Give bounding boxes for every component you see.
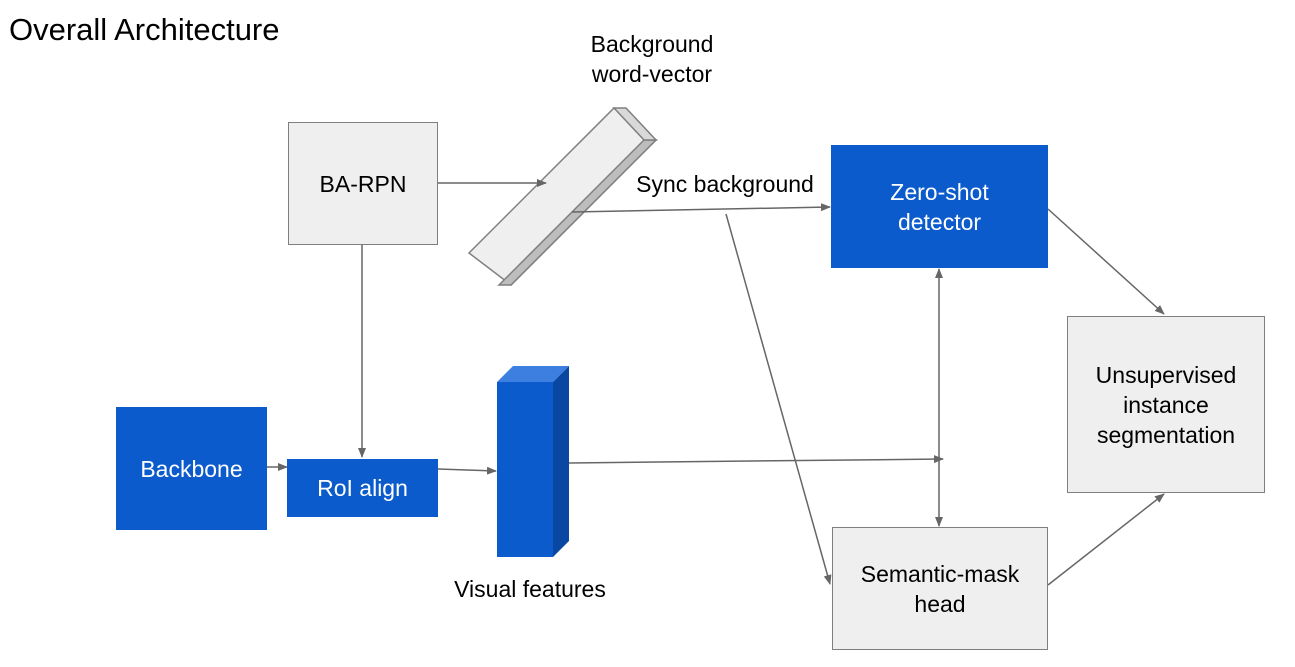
semantic-mask-head-label: Semantic-mask head xyxy=(860,560,1020,617)
arrow-sync-to-maskhead xyxy=(725,213,832,585)
semantic-mask-head-box: Semantic-mask head xyxy=(832,527,1048,650)
sync-background-label: Sync background xyxy=(636,171,814,197)
backbone-box: Backbone xyxy=(116,407,267,530)
zero-shot-detector-label: Zero-shot detector xyxy=(890,178,989,235)
visual-features-label: Visual features xyxy=(454,576,606,602)
arrow-roialign-to-features xyxy=(437,466,497,475)
roi-align-box: RoI align xyxy=(287,459,438,517)
unsupervised-segmentation-box: Unsupervised instance segmentation xyxy=(1067,316,1265,493)
zero-shot-detector-box: Zero-shot detector xyxy=(831,145,1048,268)
ba-rpn-label: BA-RPN xyxy=(319,170,407,197)
background-word-vector-label: Background word-vector xyxy=(590,31,714,87)
arrow-features-to-junction xyxy=(568,455,944,464)
page-title: Overall Architecture xyxy=(9,12,280,47)
arrow-wordvector-to-detector xyxy=(571,203,831,213)
arrow-detector-to-segmentation xyxy=(1047,208,1165,315)
unsupervised-segmentation-label: Unsupervised instance segmentation xyxy=(1095,361,1237,448)
ba-rpn-box: BA-RPN xyxy=(288,122,438,245)
arrow-maskhead-to-segmentation xyxy=(1047,493,1165,586)
visual-features-block xyxy=(497,366,569,557)
backbone-label: Backbone xyxy=(140,455,243,482)
roi-align-label: RoI align xyxy=(317,475,408,501)
